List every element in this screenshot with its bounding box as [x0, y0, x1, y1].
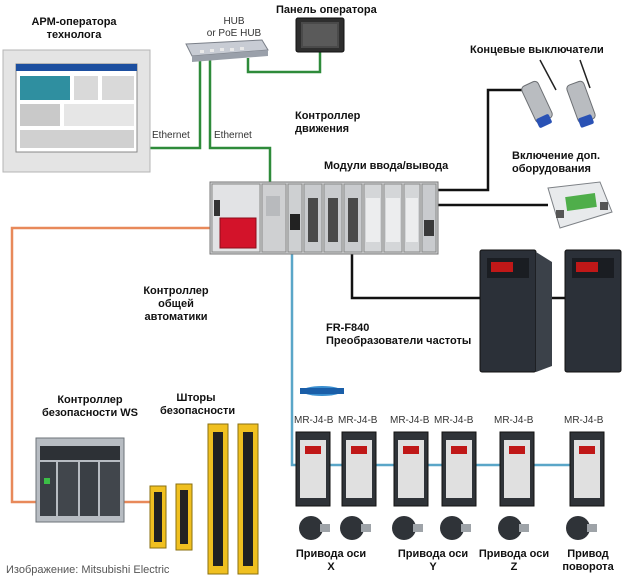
label-rotation-drive: Привод поворота: [562, 548, 614, 573]
label-axis-y: Привода оси Y: [397, 548, 469, 573]
safety-line-plc: [10, 226, 210, 504]
plc-rack: [209, 181, 439, 255]
sscnet-lines: [290, 248, 590, 467]
io-line-vfd: [350, 250, 480, 300]
servo-unit-6: [566, 431, 605, 540]
label-axis-x: Привода оси X: [295, 548, 367, 573]
label-servo-3: MR-J4-B: [390, 415, 430, 426]
label-servo-1: MR-J4-B: [294, 415, 334, 426]
servo-drives: [295, 431, 605, 540]
label-ethernet-pc: Ethernet: [152, 130, 190, 141]
hub-device: [185, 39, 269, 62]
label-vfd: FR-F840 Преобразователи частоты: [326, 322, 472, 347]
operator-workstation: [2, 49, 151, 173]
io-line-limit-switches: [436, 88, 525, 192]
label-safety-controller: Контроллер безопасности WS: [42, 394, 138, 419]
servo-unit-2: [340, 431, 377, 540]
label-servo-5: MR-J4-B: [494, 415, 534, 426]
safety-curtains: [149, 423, 259, 575]
limit-switches: [521, 59, 596, 128]
label-operator-panel: Панель оператора: [276, 4, 377, 16]
label-general-controller: Контроллер общей автоматики: [143, 285, 209, 323]
sscnet-line: [290, 248, 590, 467]
label-servo-2: MR-J4-B: [338, 415, 378, 426]
label-servo-4: MR-J4-B: [434, 415, 474, 426]
label-limit-switches: Концевые выключатели: [470, 44, 604, 56]
contactor-device: [547, 181, 613, 229]
sscnet-logo: [300, 386, 344, 396]
label-arm-operator: АРМ-оператора технолога: [31, 16, 117, 41]
ethernet-line-controller: [208, 58, 272, 182]
operator-panel: [295, 17, 345, 53]
label-io-modules: Модули ввода/вывода: [324, 160, 449, 172]
io-lines: [350, 88, 565, 300]
label-hub: HUB or PoE HUB: [206, 16, 262, 39]
servo-unit-4: [440, 431, 477, 540]
label-ethernet-controller: Ethernet: [214, 130, 252, 141]
vfd-drives: [479, 249, 622, 373]
safety-lines: [10, 226, 210, 504]
label-servo-6: MR-J4-B: [564, 415, 604, 426]
ethernet-line-panel: [246, 48, 322, 74]
servo-unit-1: [295, 431, 331, 540]
label-axis-z: Привода оси Z: [478, 548, 550, 573]
safety-controller-device: [35, 437, 125, 523]
servo-unit-3: [392, 431, 429, 540]
servo-unit-5: [498, 431, 535, 540]
label-safety-curtains: Шторы безопасности: [160, 392, 236, 417]
label-motion-controller: Контроллер движения: [295, 110, 361, 135]
label-aux-equipment: Включение доп. оборудования: [512, 150, 601, 175]
image-credit: Изображение: Mitsubishi Electric: [6, 564, 170, 576]
